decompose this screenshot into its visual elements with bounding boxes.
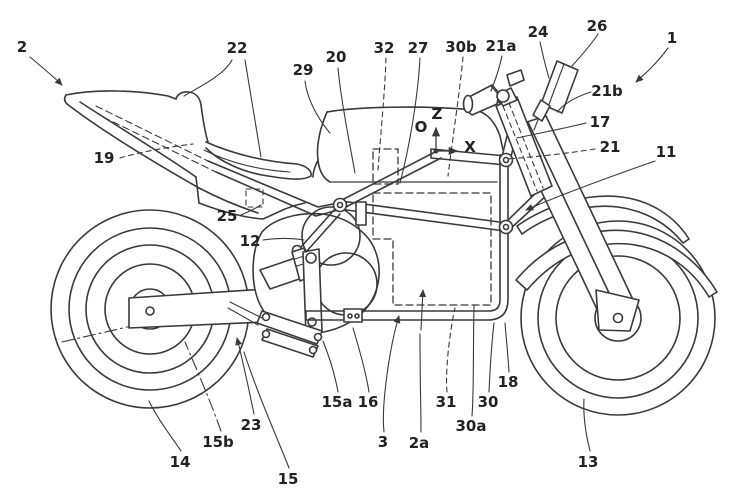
ref-label-19: 19 <box>94 149 115 167</box>
ref-label-30a: 30a <box>456 417 487 435</box>
ref-label-15: 15 <box>278 470 299 488</box>
ref-label-11: 11 <box>656 143 677 161</box>
axis-horizontal-label: X <box>464 138 476 156</box>
front-wheel <box>520 220 716 416</box>
ref-label-25: 25 <box>217 207 238 225</box>
ref-label-21a: 21a <box>486 37 517 55</box>
meter-display <box>532 60 579 131</box>
front-axle <box>612 312 624 324</box>
ref-label-13: 13 <box>578 453 599 471</box>
ref-label-17: 17 <box>590 113 611 131</box>
handlebar <box>462 69 525 116</box>
axis-origin-label: O <box>415 118 428 136</box>
down-tube-outer <box>305 154 509 321</box>
ref-label-2a: 2a <box>409 434 430 452</box>
ref-label-2: 2 <box>17 38 27 56</box>
bar-clamp <box>506 69 525 87</box>
tail-bodywork <box>63 90 339 220</box>
seat-frame-hidden-lines <box>95 105 217 173</box>
upper-dashed-box <box>372 148 399 185</box>
ref-label-14: 14 <box>170 453 191 471</box>
seat-hump <box>175 91 209 143</box>
display-bracket <box>532 99 551 122</box>
ref-label-15b: 15b <box>202 433 234 451</box>
rail-to-shock <box>300 208 341 253</box>
seat <box>205 141 312 180</box>
seat-rail <box>207 160 339 217</box>
steering-stem-hidden <box>502 102 544 192</box>
frame <box>300 105 549 323</box>
ref-label-15a: 15a <box>322 393 353 411</box>
ref-label-24: 24 <box>528 23 549 41</box>
ref-label-23: 23 <box>241 416 262 434</box>
bracket-dashed-box <box>245 188 264 208</box>
ref-label-16: 16 <box>358 393 379 411</box>
frame-spar <box>339 150 442 209</box>
axis-vertical-label: Z <box>432 105 443 123</box>
ref-label-30b: 30b <box>445 38 477 56</box>
down-tube-inner <box>305 154 501 312</box>
ref-label-29: 29 <box>293 61 314 79</box>
ref-label-21: 21 <box>600 138 621 156</box>
leader-lines <box>29 33 669 469</box>
ref-label-1: 1 <box>667 29 677 47</box>
battery-dashed-outline <box>372 148 492 306</box>
ref-label-21b: 21b <box>591 82 623 100</box>
ref-label-18: 18 <box>498 373 519 391</box>
ref-label-22: 22 <box>227 39 248 57</box>
ref-label-20: 20 <box>326 48 347 66</box>
ref-label-31: 31 <box>436 393 457 411</box>
fork-lower-plate <box>595 289 640 332</box>
rear-suspension-linkage <box>227 244 323 358</box>
ref-label-27: 27 <box>408 39 429 57</box>
ref-label-3: 3 <box>378 433 388 451</box>
tank-cover <box>312 106 504 183</box>
ref-label-26: 26 <box>587 17 608 35</box>
coordinate-axes <box>431 126 459 156</box>
controller-box <box>355 201 367 226</box>
ref-label-30: 30 <box>478 393 499 411</box>
ref-label-32: 32 <box>374 39 395 57</box>
ref-label-12: 12 <box>240 232 261 250</box>
